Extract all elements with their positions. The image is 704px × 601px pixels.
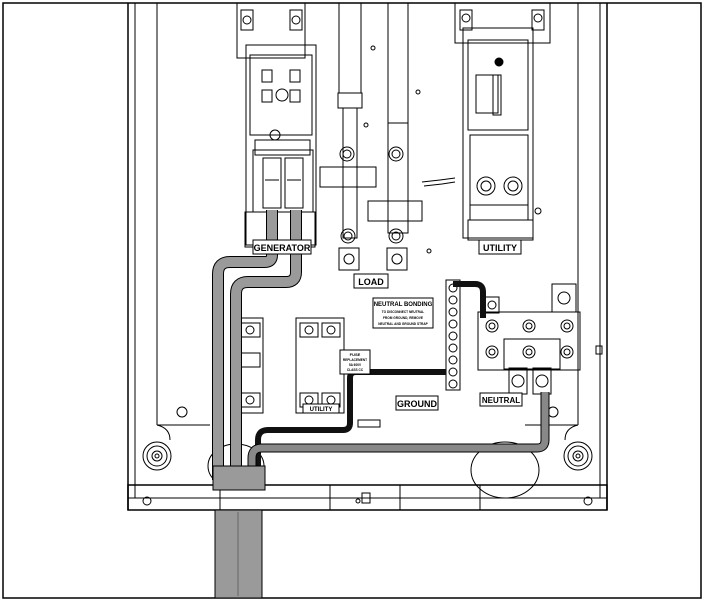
utility-breaker bbox=[454, 2, 551, 241]
generator-breaker bbox=[236, 2, 317, 248]
load-bus-bars bbox=[319, 2, 432, 271]
enclosure bbox=[127, 3, 608, 511]
fuse-label-line1: REPLACEMENT bbox=[343, 358, 367, 362]
ground-label: GROUND bbox=[397, 399, 437, 409]
generator-label-box bbox=[252, 239, 312, 255]
mounting-grommet-right bbox=[563, 441, 593, 471]
neutral-bonding-line1: TO DISCONNECT NEUTRAL bbox=[382, 310, 424, 314]
ground-label-box bbox=[395, 395, 439, 411]
utility-label-box bbox=[478, 239, 522, 255]
utility-label: UTILITY bbox=[483, 243, 517, 253]
neutral-bonding-line3: NEUTRAL AND GROUND STRAP bbox=[378, 322, 428, 326]
neutral-label: NEUTRAL bbox=[482, 396, 520, 405]
neutral-wire bbox=[247, 392, 550, 480]
neutral-bonding-label-box bbox=[372, 297, 434, 329]
small-plate bbox=[357, 419, 381, 428]
neutral-bonding-title: NEUTRAL BONDING bbox=[374, 302, 433, 308]
fuse-label-line3: CLASS CC bbox=[347, 368, 364, 372]
generator-label: GENERATOR bbox=[254, 243, 311, 253]
fuse-block-right bbox=[295, 317, 345, 414]
mounting-grommet-left bbox=[142, 441, 172, 471]
fuse-utility-label: UTILITY bbox=[310, 407, 333, 413]
control-wire-1 bbox=[421, 177, 456, 183]
load-label-box bbox=[353, 273, 389, 289]
ground-bar bbox=[445, 279, 461, 391]
knockout-right bbox=[470, 441, 540, 499]
load-label: LOAD bbox=[358, 277, 384, 287]
control-wire-2 bbox=[423, 181, 456, 187]
fuse-label-line2: 5A 600V bbox=[349, 363, 362, 367]
fuse-label-title: FUSE bbox=[350, 352, 361, 357]
conduit-entry bbox=[212, 465, 266, 599]
neutral-bonding-line2: FROM GROUND, REMOVE bbox=[383, 316, 423, 320]
generator-cables bbox=[212, 210, 302, 480]
fuse-label-box bbox=[339, 349, 371, 375]
fuse-utility-label-box bbox=[302, 403, 340, 414]
ground-wire bbox=[255, 369, 446, 480]
neutral-label-box bbox=[479, 392, 523, 407]
neutral-block bbox=[477, 283, 581, 395]
bonding-jumper bbox=[453, 281, 486, 318]
